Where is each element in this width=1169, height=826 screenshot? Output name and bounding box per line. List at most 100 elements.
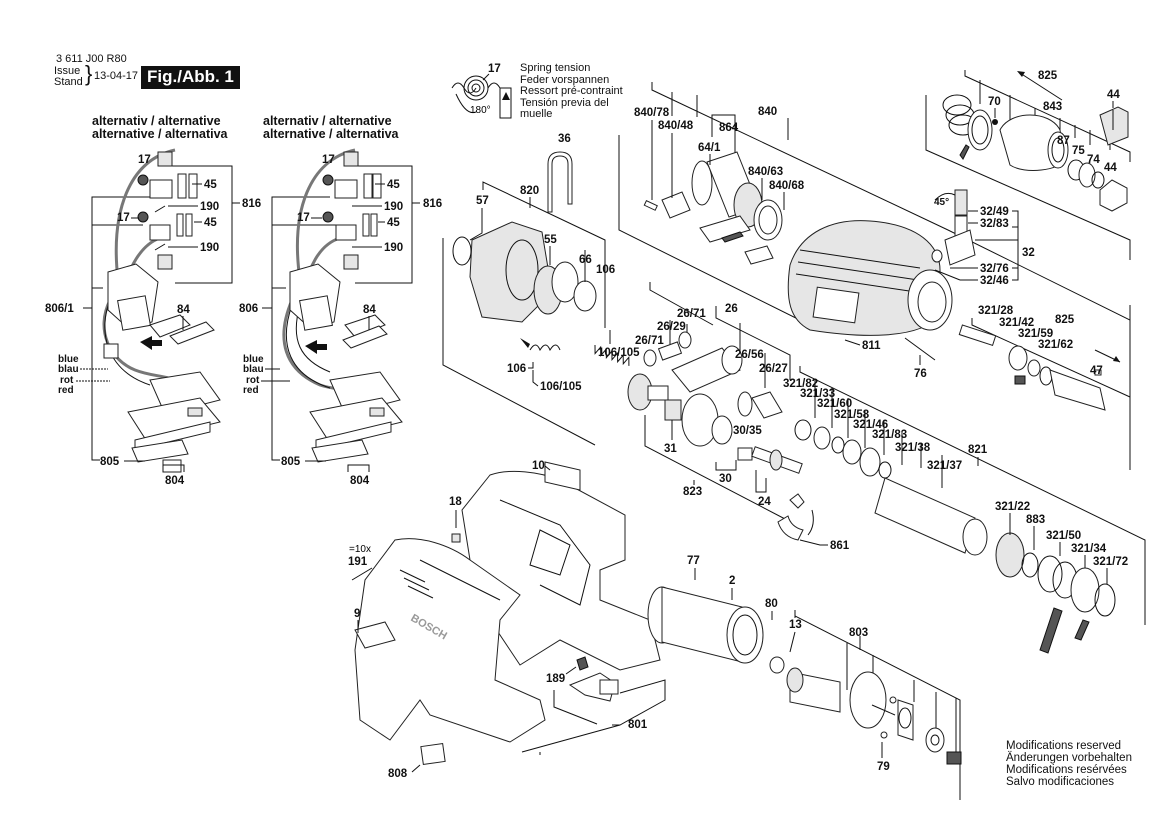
tool-holder-group: 825 843 70 87 75 74 44 44 45° 32/49 32/8… — [925, 70, 1131, 287]
wire-color-label: red — [58, 385, 74, 396]
wire-color-label: blue — [58, 354, 79, 365]
part-label: 321/60 — [817, 398, 852, 410]
part-label: 75 — [1072, 145, 1085, 157]
part-label: 84 — [177, 304, 190, 316]
part-label: 191 — [348, 556, 368, 568]
part-label: 321/72 — [1093, 556, 1128, 568]
spring-number: 17 — [488, 63, 501, 75]
part-label: 32/46 — [980, 275, 1009, 287]
alternative-heading-line2: alternative / alternativa — [263, 127, 399, 141]
part-label: 24 — [758, 496, 771, 508]
arrow-icon — [520, 338, 530, 348]
issue-label: Issue Stand — [54, 66, 83, 88]
part-label: 10 — [532, 460, 545, 472]
part-label: 45 — [387, 179, 400, 191]
part-label: 106 — [507, 363, 526, 375]
part-label: 76 — [914, 368, 927, 380]
part-label: 26/29 — [657, 321, 686, 333]
arrow-icon — [140, 336, 162, 350]
part-label: 840 — [758, 106, 777, 118]
part-label: 17 — [117, 212, 130, 224]
footer-note-line: Änderungen vorbehalten — [1006, 752, 1132, 764]
issue-label-de: Stand — [54, 76, 83, 88]
part-label: 32/83 — [980, 218, 1009, 230]
part-label: 821 — [968, 444, 988, 456]
part-label: 840/78 — [634, 107, 670, 119]
part-label: 45 — [204, 217, 217, 229]
spring-note-line: Spring tension — [520, 62, 591, 74]
part-label: 45 — [387, 217, 400, 229]
part-label: 32/76 — [980, 263, 1009, 275]
switch-assembly-left: 17 45 190 17 45 190 816 806/1 84 805 804… — [45, 148, 261, 487]
part-label: 805 — [100, 456, 120, 468]
part-label: 190 — [384, 242, 403, 254]
part-label: 17 — [297, 212, 310, 224]
alternative-heading-line2: alternative / alternativa — [92, 127, 228, 141]
part-label: 106/105 — [540, 381, 582, 393]
modifications-reserved-note: Modifications reserved Änderungen vorbeh… — [1006, 740, 1132, 788]
part-label: 80 — [765, 598, 778, 610]
issue-brace: } — [85, 61, 93, 86]
switch-assembly-right: 17 45 190 17 45 190 816 806 84 805 804 b… — [239, 148, 442, 487]
part-label: 30 — [719, 473, 732, 485]
part-label: 808 — [388, 768, 408, 780]
part-label: 321/46 — [853, 419, 888, 431]
part-label: 801 — [628, 719, 648, 731]
part-label: 17 — [322, 154, 335, 166]
part-label: 2 — [729, 575, 735, 587]
part-label: 190 — [384, 201, 403, 213]
wire-color-label: blau — [243, 364, 264, 375]
part-label: 321/28 — [978, 305, 1014, 317]
part-label: 32/49 — [980, 206, 1009, 218]
part-label: 840/63 — [748, 166, 783, 178]
part-label: 79 — [877, 761, 890, 773]
part-label: 26/56 — [735, 349, 764, 361]
wire-color-label: red — [243, 385, 259, 396]
part-label: 321/22 — [995, 501, 1030, 513]
part-label: 806 — [239, 303, 258, 315]
part-label: 55 — [544, 234, 557, 246]
part-label: 106 — [596, 264, 615, 276]
alternative-heading-line1: alternativ / alternative — [92, 114, 221, 128]
spring-note-line: Ressort pré-contraint — [520, 85, 623, 97]
housing-group: BOSCH 10 18 =10x 191 9 189 801 808 — [348, 460, 666, 780]
part-label: 806/1 — [45, 303, 74, 315]
part-label: 77 — [687, 555, 700, 567]
part-label: 883 — [1026, 514, 1045, 526]
part-label: 87 — [1057, 135, 1070, 147]
part-label: 30/35 — [733, 425, 762, 437]
part-label: 44 — [1107, 89, 1120, 101]
spring-angle: 180° — [470, 105, 491, 116]
arrow-icon — [305, 340, 327, 354]
part-label: 190 — [200, 242, 219, 254]
part-label: 321/33 — [800, 388, 835, 400]
part-label: 843 — [1043, 101, 1062, 113]
part-label: 13 — [789, 619, 802, 631]
part-number: 3 611 J00 R80 — [56, 53, 127, 65]
part-label: 17 — [138, 154, 151, 166]
issue-date: 13-04-17 — [94, 70, 139, 82]
part-label: 321/34 — [1071, 543, 1107, 555]
part-label: 321/59 — [1018, 328, 1053, 340]
wire-color-label: rot — [60, 375, 74, 386]
spring-note-line: muelle — [520, 108, 553, 120]
quantity-label: =10x — [349, 544, 371, 555]
part-label: 32 — [1022, 247, 1035, 259]
spring-tension-note: Spring tension Feder vorspannen Ressort … — [520, 62, 623, 121]
part-label: 26/71 — [635, 335, 664, 347]
part-label: 26 — [725, 303, 738, 315]
spring-note-line: Feder vorspannen — [520, 73, 610, 86]
alternative-heading-left: alternativ / alternative alternative / a… — [92, 115, 227, 141]
part-label: 816 — [242, 198, 261, 210]
part-label: 190 — [200, 201, 219, 213]
part-label: 321/82 — [783, 378, 818, 390]
part-label: 36 — [558, 133, 571, 145]
alternative-heading-right: alternativ / alternative alternative / a… — [263, 115, 398, 141]
part-label: 44 — [1104, 162, 1117, 174]
part-label: 84 — [363, 304, 376, 316]
part-label: 321/83 — [872, 429, 907, 441]
part-label: 861 — [830, 540, 850, 552]
part-label: 321/58 — [834, 409, 870, 421]
spring-tension-icon: 17 180° — [451, 63, 512, 119]
